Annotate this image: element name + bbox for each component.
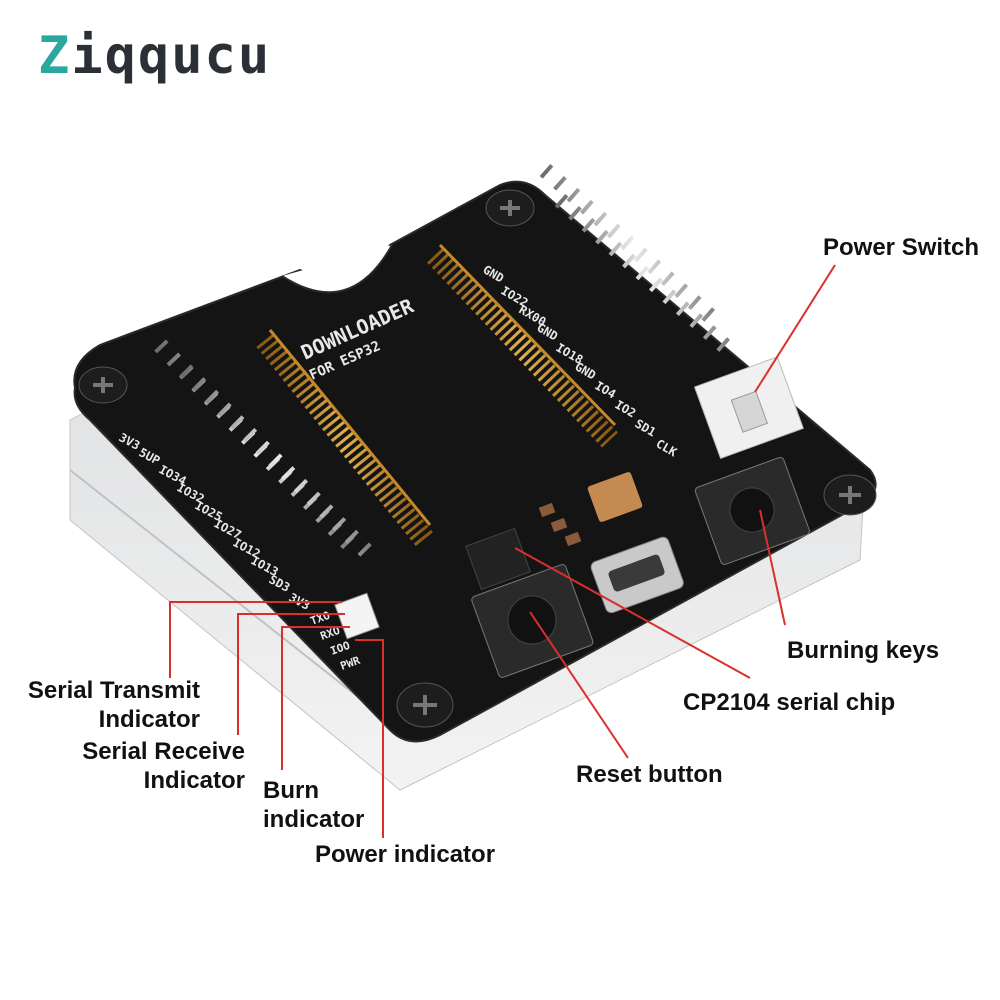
callout-leader-lines	[169, 264, 836, 838]
screw-icons	[78, 189, 877, 728]
callout-burn-line2: indicator	[263, 806, 365, 833]
callout-serial-receive-line2: Indicator	[143, 767, 245, 794]
callout-burning-keys: Burning keys	[787, 637, 940, 664]
tantalum-capacitor	[587, 472, 643, 522]
callout-cp2104: CP2104 serial chip	[683, 689, 896, 716]
reset-button	[471, 564, 594, 678]
gold-pin-row-right	[427, 243, 618, 448]
callout-power-switch: Power Switch	[823, 234, 980, 261]
callout-serial-receive: Serial Receive Indicator	[55, 737, 245, 795]
callout-burn-indicator: Burn indicator	[263, 776, 364, 834]
callout-power-indicator: Power indicator	[315, 841, 496, 868]
pcb-board	[73, 180, 877, 743]
logo-text-rest: iqqucu	[71, 26, 272, 86]
logo-letter-z: Z	[38, 26, 72, 86]
cp2104-chip	[465, 527, 531, 591]
power-switch	[693, 356, 804, 460]
callout-serial-transmit-line1: Serial Transmit	[27, 677, 200, 704]
callout-reset-button: Reset button	[576, 761, 723, 788]
callout-serial-transmit-line2: Indicator	[98, 706, 200, 733]
gold-pin-row-left	[256, 329, 434, 547]
resistor-array	[538, 502, 582, 547]
callout-burn-line1: Burn	[263, 777, 319, 804]
header-pins-right	[539, 164, 741, 361]
micro-usb-port	[590, 536, 684, 614]
brand-logo: Ziqqucu	[38, 30, 271, 82]
callout-serial-receive-line1: Serial Receive	[82, 738, 245, 765]
callout-serial-transmit: Serial Transmit Indicator	[10, 676, 200, 734]
